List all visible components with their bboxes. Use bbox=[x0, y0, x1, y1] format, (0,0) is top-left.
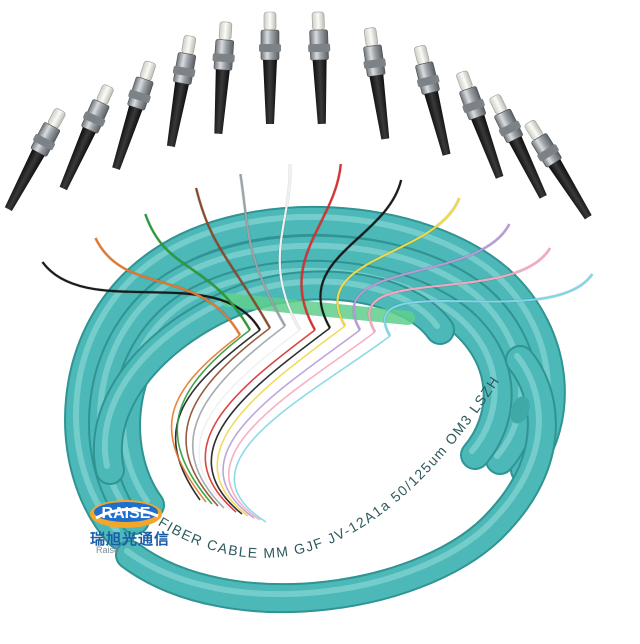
fiber-loop bbox=[216, 325, 346, 517]
connector-bayonet bbox=[308, 43, 331, 53]
connector-boot bbox=[214, 69, 230, 135]
st-connector bbox=[489, 94, 547, 199]
st-connector bbox=[308, 11, 331, 125]
st-connector bbox=[363, 27, 390, 140]
fiber-strand bbox=[300, 163, 342, 331]
fiber-loop bbox=[192, 325, 286, 509]
cable-coil-highlight bbox=[73, 213, 551, 534]
fiber-strand bbox=[239, 173, 286, 327]
st-connector bbox=[414, 44, 451, 156]
fiber-strand bbox=[195, 187, 271, 329]
connector-boot bbox=[166, 82, 189, 148]
st-connectors bbox=[4, 11, 592, 220]
connector-boot bbox=[471, 114, 504, 179]
connector-ferrule bbox=[311, 11, 325, 31]
st-connector bbox=[212, 21, 235, 135]
logo-brand-text: RAISE bbox=[102, 505, 151, 522]
fiber-loop bbox=[222, 329, 361, 519]
fiber-strands bbox=[41, 163, 594, 523]
fiber-strand bbox=[94, 237, 241, 336]
fiber-breakout-sleeve bbox=[221, 293, 415, 325]
st-connector bbox=[259, 11, 281, 124]
fiber-loop bbox=[228, 331, 376, 521]
connector-bayonet bbox=[462, 98, 485, 113]
fiber-strand bbox=[336, 197, 461, 327]
fiber-strand bbox=[144, 213, 251, 331]
connector-boot bbox=[548, 159, 592, 220]
fiber-strand bbox=[352, 223, 511, 331]
fiber-loop bbox=[185, 327, 271, 507]
st-connector bbox=[4, 108, 66, 212]
connector-boot bbox=[59, 127, 96, 191]
fiber-strand bbox=[368, 247, 552, 333]
logo-badge-icon: RAISE bbox=[90, 500, 162, 528]
connector-boot bbox=[312, 59, 327, 125]
connector-boot bbox=[369, 74, 390, 140]
connector-ferrule bbox=[181, 35, 197, 55]
st-connector bbox=[524, 119, 592, 220]
logo-sub-name: Raise bbox=[96, 545, 120, 555]
fiber-loop bbox=[204, 329, 316, 513]
fiber-strand bbox=[383, 273, 594, 337]
connector-bayonet bbox=[417, 74, 440, 88]
cable-cut-end bbox=[510, 396, 530, 424]
fiber-strand bbox=[278, 163, 301, 331]
connector-bayonet bbox=[172, 65, 196, 78]
connector-boot bbox=[263, 60, 277, 124]
connector-bayonet bbox=[537, 144, 559, 162]
st-connector bbox=[59, 84, 114, 191]
brand-logo: RAISE bbox=[86, 498, 204, 554]
connector-ferrule bbox=[414, 44, 430, 65]
connector-bayonet bbox=[259, 44, 281, 52]
connector-ferrule bbox=[263, 11, 277, 31]
cable-coils bbox=[64, 205, 566, 614]
connector-boot bbox=[4, 149, 45, 212]
fiber-loop bbox=[198, 329, 301, 511]
connector-ferrule bbox=[363, 27, 379, 47]
st-connector bbox=[166, 35, 197, 148]
fiber-loop bbox=[174, 329, 261, 501]
cable-coil-highlight bbox=[124, 353, 542, 598]
connector-bayonet bbox=[212, 53, 235, 63]
st-connector bbox=[112, 60, 156, 170]
fiber-strand bbox=[319, 179, 403, 329]
connector-boot bbox=[508, 136, 547, 199]
connector-ferrule bbox=[218, 21, 233, 41]
connector-bayonet bbox=[83, 111, 106, 127]
connector-bayonet bbox=[363, 58, 386, 69]
logo-chinese-name: 瑞旭光通信 bbox=[90, 530, 171, 548]
st-connector bbox=[456, 70, 504, 179]
connector-bayonet bbox=[33, 134, 55, 151]
fiber-loop bbox=[176, 329, 251, 505]
connector-boot bbox=[424, 90, 451, 156]
connector-boot bbox=[112, 105, 143, 170]
fiber-loop bbox=[170, 334, 241, 503]
fiber-loop bbox=[210, 327, 331, 515]
connector-bayonet bbox=[498, 120, 521, 137]
connector-bayonet bbox=[128, 89, 151, 104]
fiber-strand bbox=[41, 261, 261, 331]
fiber-loop bbox=[233, 335, 391, 523]
